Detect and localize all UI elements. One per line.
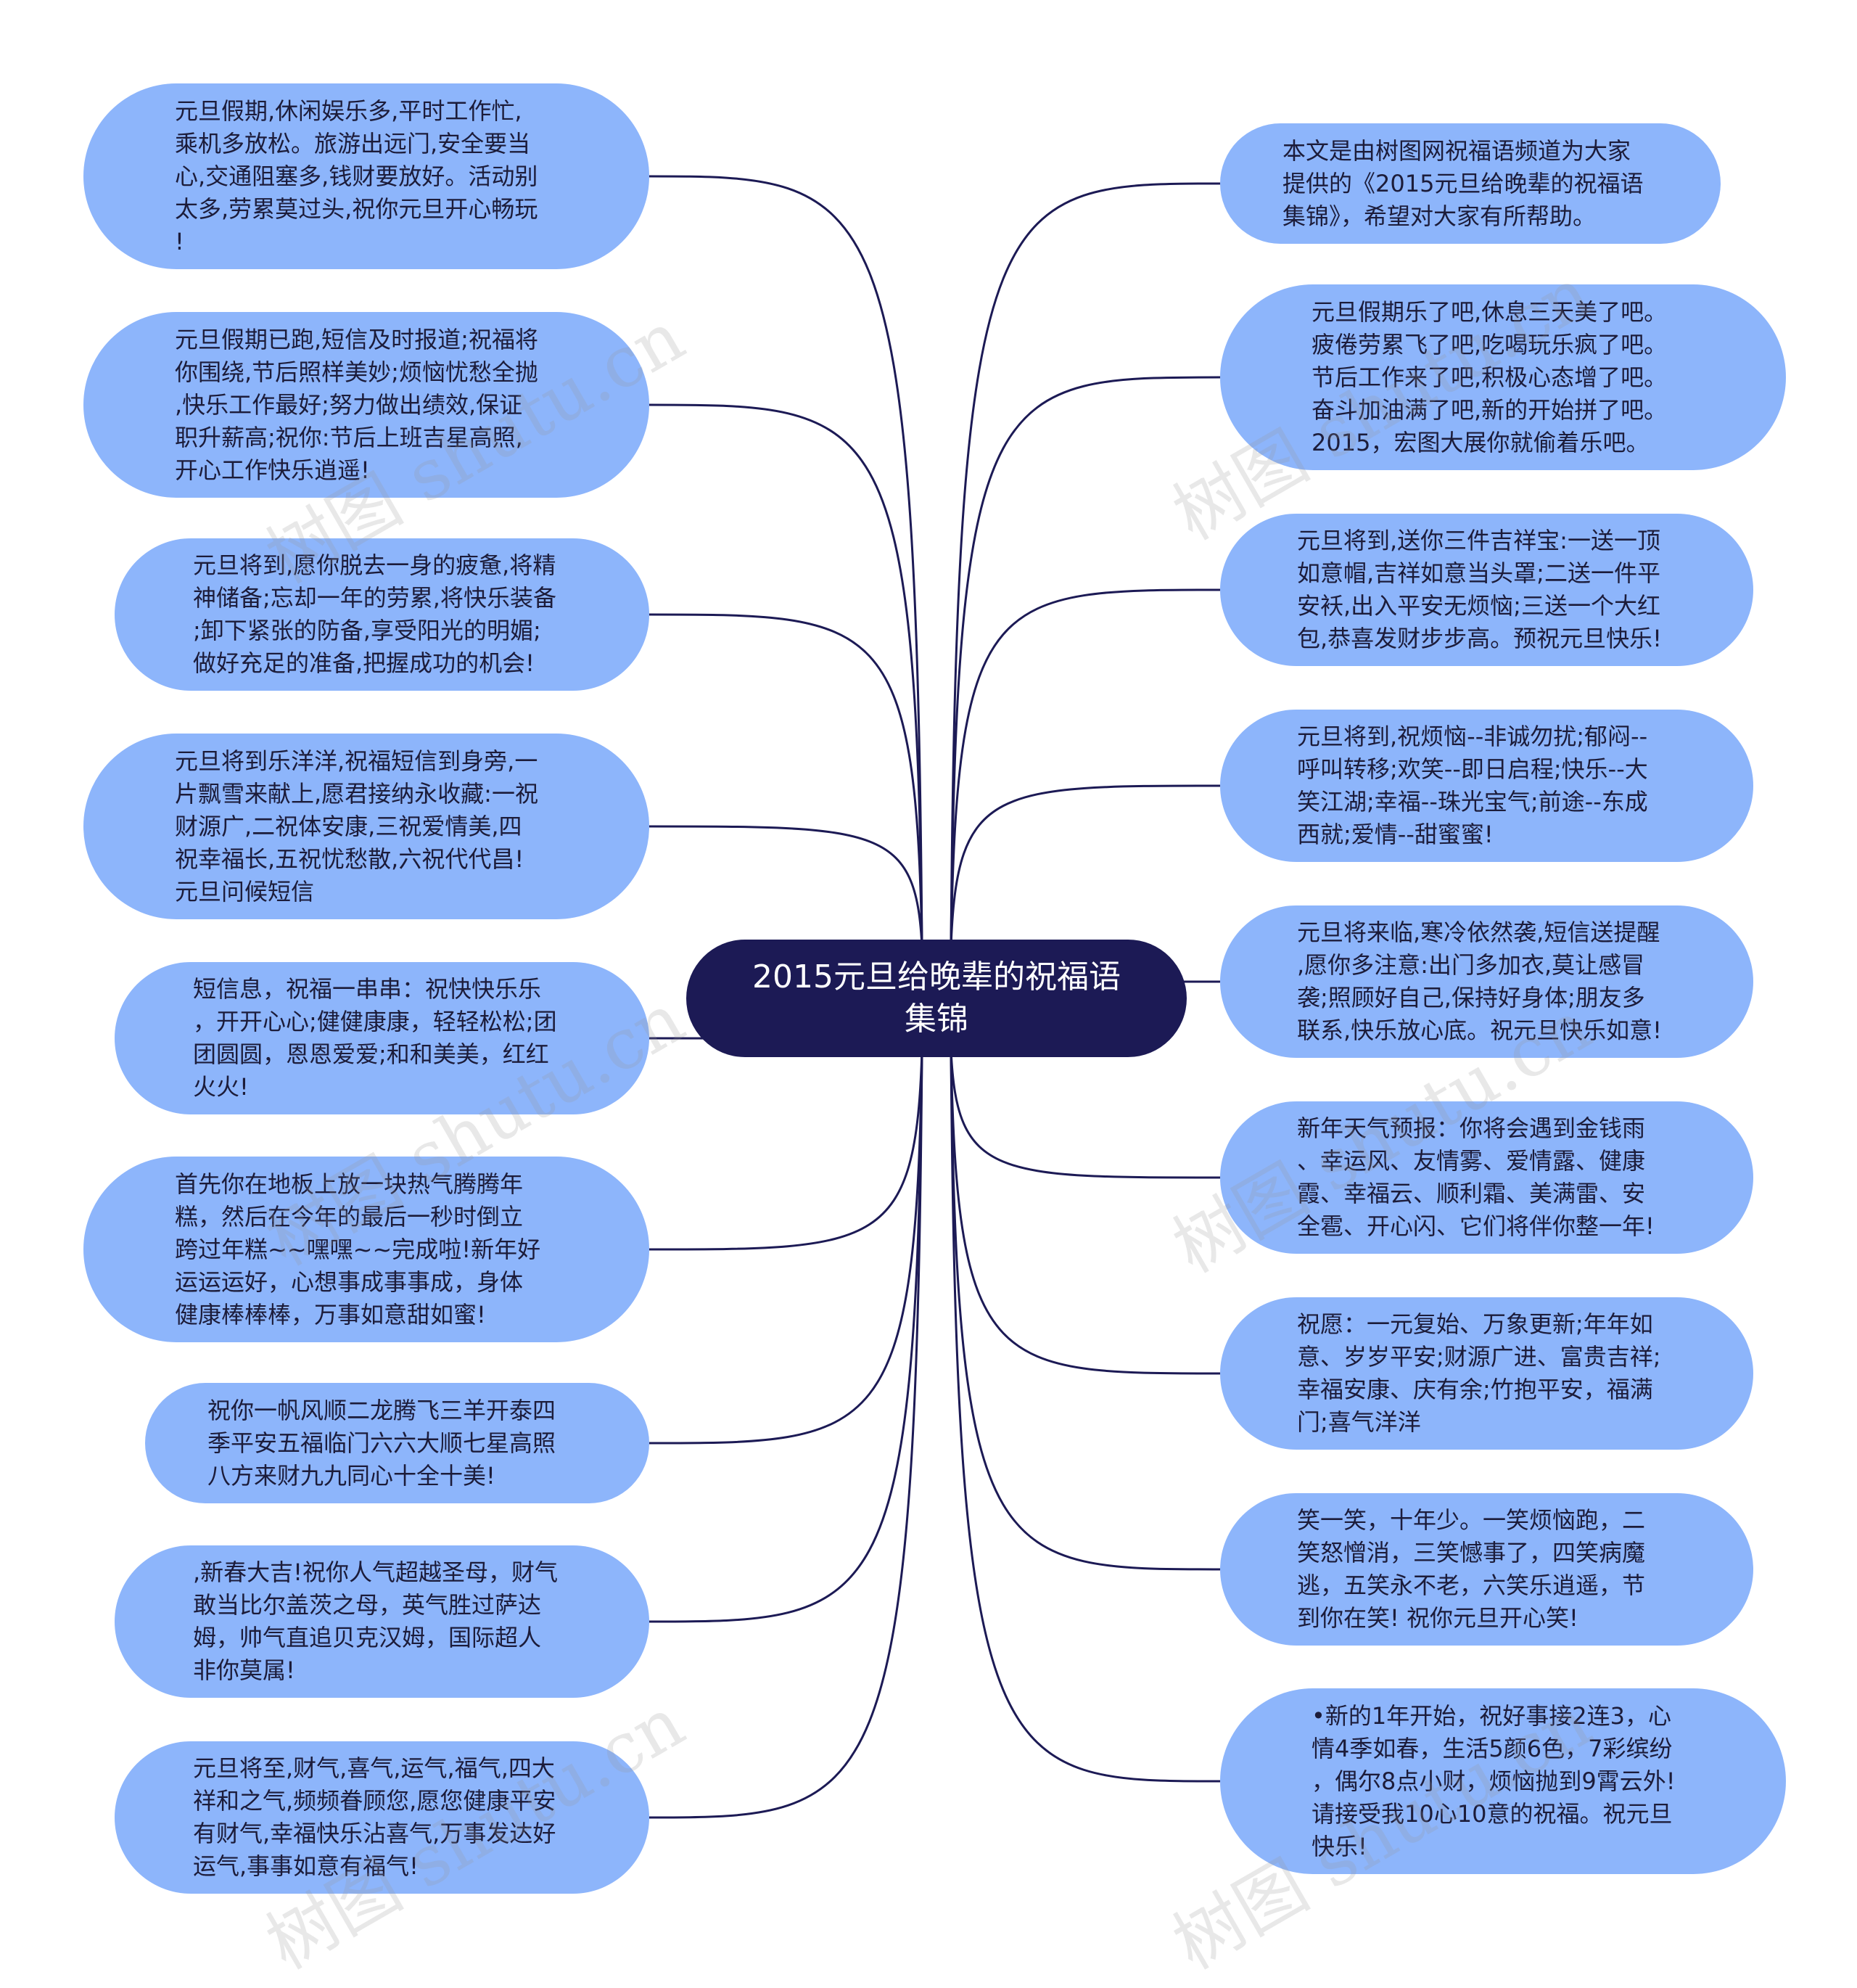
node-text: 元旦假期,休闲娱乐多,平时工作忙, 乘机多放松。旅游出远门,安全要当 心,交通阻…	[175, 96, 538, 255]
left-connector-6	[648, 1049, 923, 1251]
right-connector-2	[950, 376, 1221, 948]
node-text: 短信息，祝福一串串：祝快快乐乐 ，开开心心;健健康康，轻轻松松;团 团圆圆，恩恩…	[193, 975, 557, 1101]
left-connector-9	[648, 1049, 923, 1819]
node-text: 本文是由树图网祝福语频道为大家 提供的《2015元旦给晚辈的祝福语 集锦》，希望…	[1282, 136, 1644, 230]
central-topic-label: 2015元旦给晚辈的祝福语 集锦	[752, 958, 1121, 1038]
left-node-1[interactable]: 元旦假期,休闲娱乐多,平时工作忙, 乘机多放松。旅游出远门,安全要当 心,交通阻…	[83, 83, 649, 269]
node-text: 元旦将至,财气,喜气,运气,福气,四大 祥和之气,频频眷顾您,愿您健康平安 有财…	[193, 1754, 556, 1880]
right-node-9[interactable]: •新的1年开始，祝好事接2连3，心 情4季如春，生活5颜6色，7彩缤纷 ，偶尔8…	[1220, 1688, 1786, 1874]
node-text: 祝你一帆风顺二龙腾飞三羊开泰四 季平安五福临门六六大顺七星高照 八方来财九九同心…	[207, 1396, 556, 1490]
right-connector-7	[950, 1049, 1221, 1375]
right-connector-8	[950, 1049, 1221, 1571]
right-node-1[interactable]: 本文是由树图网祝福语频道为大家 提供的《2015元旦给晚辈的祝福语 集锦》，希望…	[1220, 123, 1721, 244]
left-connector-3	[648, 613, 923, 948]
node-text: 首先你在地板上放一块热气腾腾年 糕，然后在今年的最后一秒时倒立 跨过年糕~~嘿嘿…	[175, 1170, 541, 1328]
node-text: 元旦将到,祝烦恼--非诚勿扰;郁闷-- 呼叫转移;欢笑--即日启程;快乐--大 …	[1297, 723, 1648, 848]
left-node-9[interactable]: 元旦将至,财气,喜气,运气,福气,四大 祥和之气,频频眷顾您,愿您健康平安 有财…	[115, 1741, 649, 1894]
left-node-2[interactable]: 元旦假期已跑,短信及时报道;祝福将 你围绕,节后照样美妙;烦恼忧愁全抛 ,快乐工…	[83, 312, 649, 498]
left-connector-2	[648, 403, 923, 948]
right-connector-6	[950, 1049, 1221, 1179]
node-text: 笑一笑，十年少。一笑烦恼跑，二 笑怒憎消，三笑憾事了，四笑病魔 逃，五笑永不老，…	[1297, 1506, 1646, 1632]
node-text: ,新春大吉!祝你人气超越圣母，财气 敢当比尔盖茨之母，英气胜过萨达 姆，帅气直追…	[193, 1558, 559, 1684]
left-node-6[interactable]: 首先你在地板上放一块热气腾腾年 糕，然后在今年的最后一秒时倒立 跨过年糕~~嘿嘿…	[83, 1157, 649, 1342]
left-connector-7	[648, 1049, 923, 1445]
node-text: 元旦假期已跑,短信及时报道;祝福将 你围绕,节后照样美妙;烦恼忧愁全抛 ,快乐工…	[175, 325, 538, 484]
right-connector-3	[950, 588, 1221, 948]
left-node-4[interactable]: 元旦将到乐洋洋,祝福短信到身旁,一 片飘雪来献上,愿君接纳永收藏:一祝 财源广,…	[83, 734, 649, 919]
node-text: 元旦将来临,寒冷依然袭,短信送提醒 ,愿你多注意:出门多加衣,莫让感冒 袭;照顾…	[1297, 919, 1663, 1044]
right-node-3[interactable]: 元旦将到,送你三件吉祥宝:一送一顶 如意帽,吉祥如意当头罩;二送一件平 安袄,出…	[1220, 514, 1753, 666]
node-text: 元旦将到乐洋洋,祝福短信到身旁,一 片飘雪来献上,愿君接纳永收藏:一祝 财源广,…	[175, 747, 538, 905]
central-topic[interactable]: 2015元旦给晚辈的祝福语 集锦	[686, 940, 1187, 1057]
left-node-5[interactable]: 短信息，祝福一串串：祝快快乐乐 ，开开心心;健健康康，轻轻松松;团 团圆圆，恩恩…	[115, 962, 649, 1114]
right-node-8[interactable]: 笑一笑，十年少。一笑烦恼跑，二 笑怒憎消，三笑憾事了，四笑病魔 逃，五笑永不老，…	[1220, 1493, 1753, 1646]
left-connector-4	[648, 825, 923, 948]
right-connector-4	[950, 784, 1221, 948]
left-connector-1	[648, 175, 923, 948]
node-text: 新年天气预报：你将会遇到金钱雨 、幸运风、友情雾、爱情露、健康 霞、幸福云、顺利…	[1297, 1114, 1655, 1240]
right-connector-9	[950, 1049, 1221, 1783]
left-node-8[interactable]: ,新春大吉!祝你人气超越圣母，财气 敢当比尔盖茨之母，英气胜过萨达 姆，帅气直追…	[115, 1545, 649, 1698]
right-node-6[interactable]: 新年天气预报：你将会遇到金钱雨 、幸运风、友情雾、爱情露、健康 霞、幸福云、顺利…	[1220, 1101, 1753, 1254]
node-text: 祝愿：一元复始、万象更新;年年如 意、岁岁平安;财源广进、富贵吉祥; 幸福安康、…	[1297, 1310, 1661, 1436]
left-node-3[interactable]: 元旦将到,愿你脱去一身的疲惫,将精 神储备;忘却一年的劳累,将快乐装备 ;卸下紧…	[115, 538, 649, 691]
left-node-7[interactable]: 祝你一帆风顺二龙腾飞三羊开泰四 季平安五福临门六六大顺七星高照 八方来财九九同心…	[145, 1383, 649, 1503]
left-connector-8	[648, 1049, 923, 1623]
node-text: 元旦将到,愿你脱去一身的疲惫,将精 神储备;忘却一年的劳累,将快乐装备 ;卸下紧…	[193, 551, 556, 677]
right-node-2[interactable]: 元旦假期乐了吧,休息三天美了吧。 疲倦劳累飞了吧,吃喝玩乐疯了吧。 节后工作来了…	[1220, 284, 1786, 470]
right-node-5[interactable]: 元旦将来临,寒冷依然袭,短信送提醒 ,愿你多注意:出门多加衣,莫让感冒 袭;照顾…	[1220, 905, 1753, 1058]
right-connector-1	[950, 182, 1221, 948]
node-text: •新的1年开始，祝好事接2连3，心 情4季如春，生活5颜6色，7彩缤纷 ，偶尔8…	[1312, 1701, 1676, 1860]
right-node-4[interactable]: 元旦将到,祝烦恼--非诚勿扰;郁闷-- 呼叫转移;欢笑--即日启程;快乐--大 …	[1220, 710, 1753, 862]
node-text: 元旦假期乐了吧,休息三天美了吧。 疲倦劳累飞了吧,吃喝玩乐疯了吧。 节后工作来了…	[1312, 297, 1668, 456]
node-text: 元旦将到,送你三件吉祥宝:一送一顶 如意帽,吉祥如意当头罩;二送一件平 安袄,出…	[1297, 527, 1663, 652]
right-node-7[interactable]: 祝愿：一元复始、万象更新;年年如 意、岁岁平安;财源广进、富贵吉祥; 幸福安康、…	[1220, 1297, 1753, 1450]
